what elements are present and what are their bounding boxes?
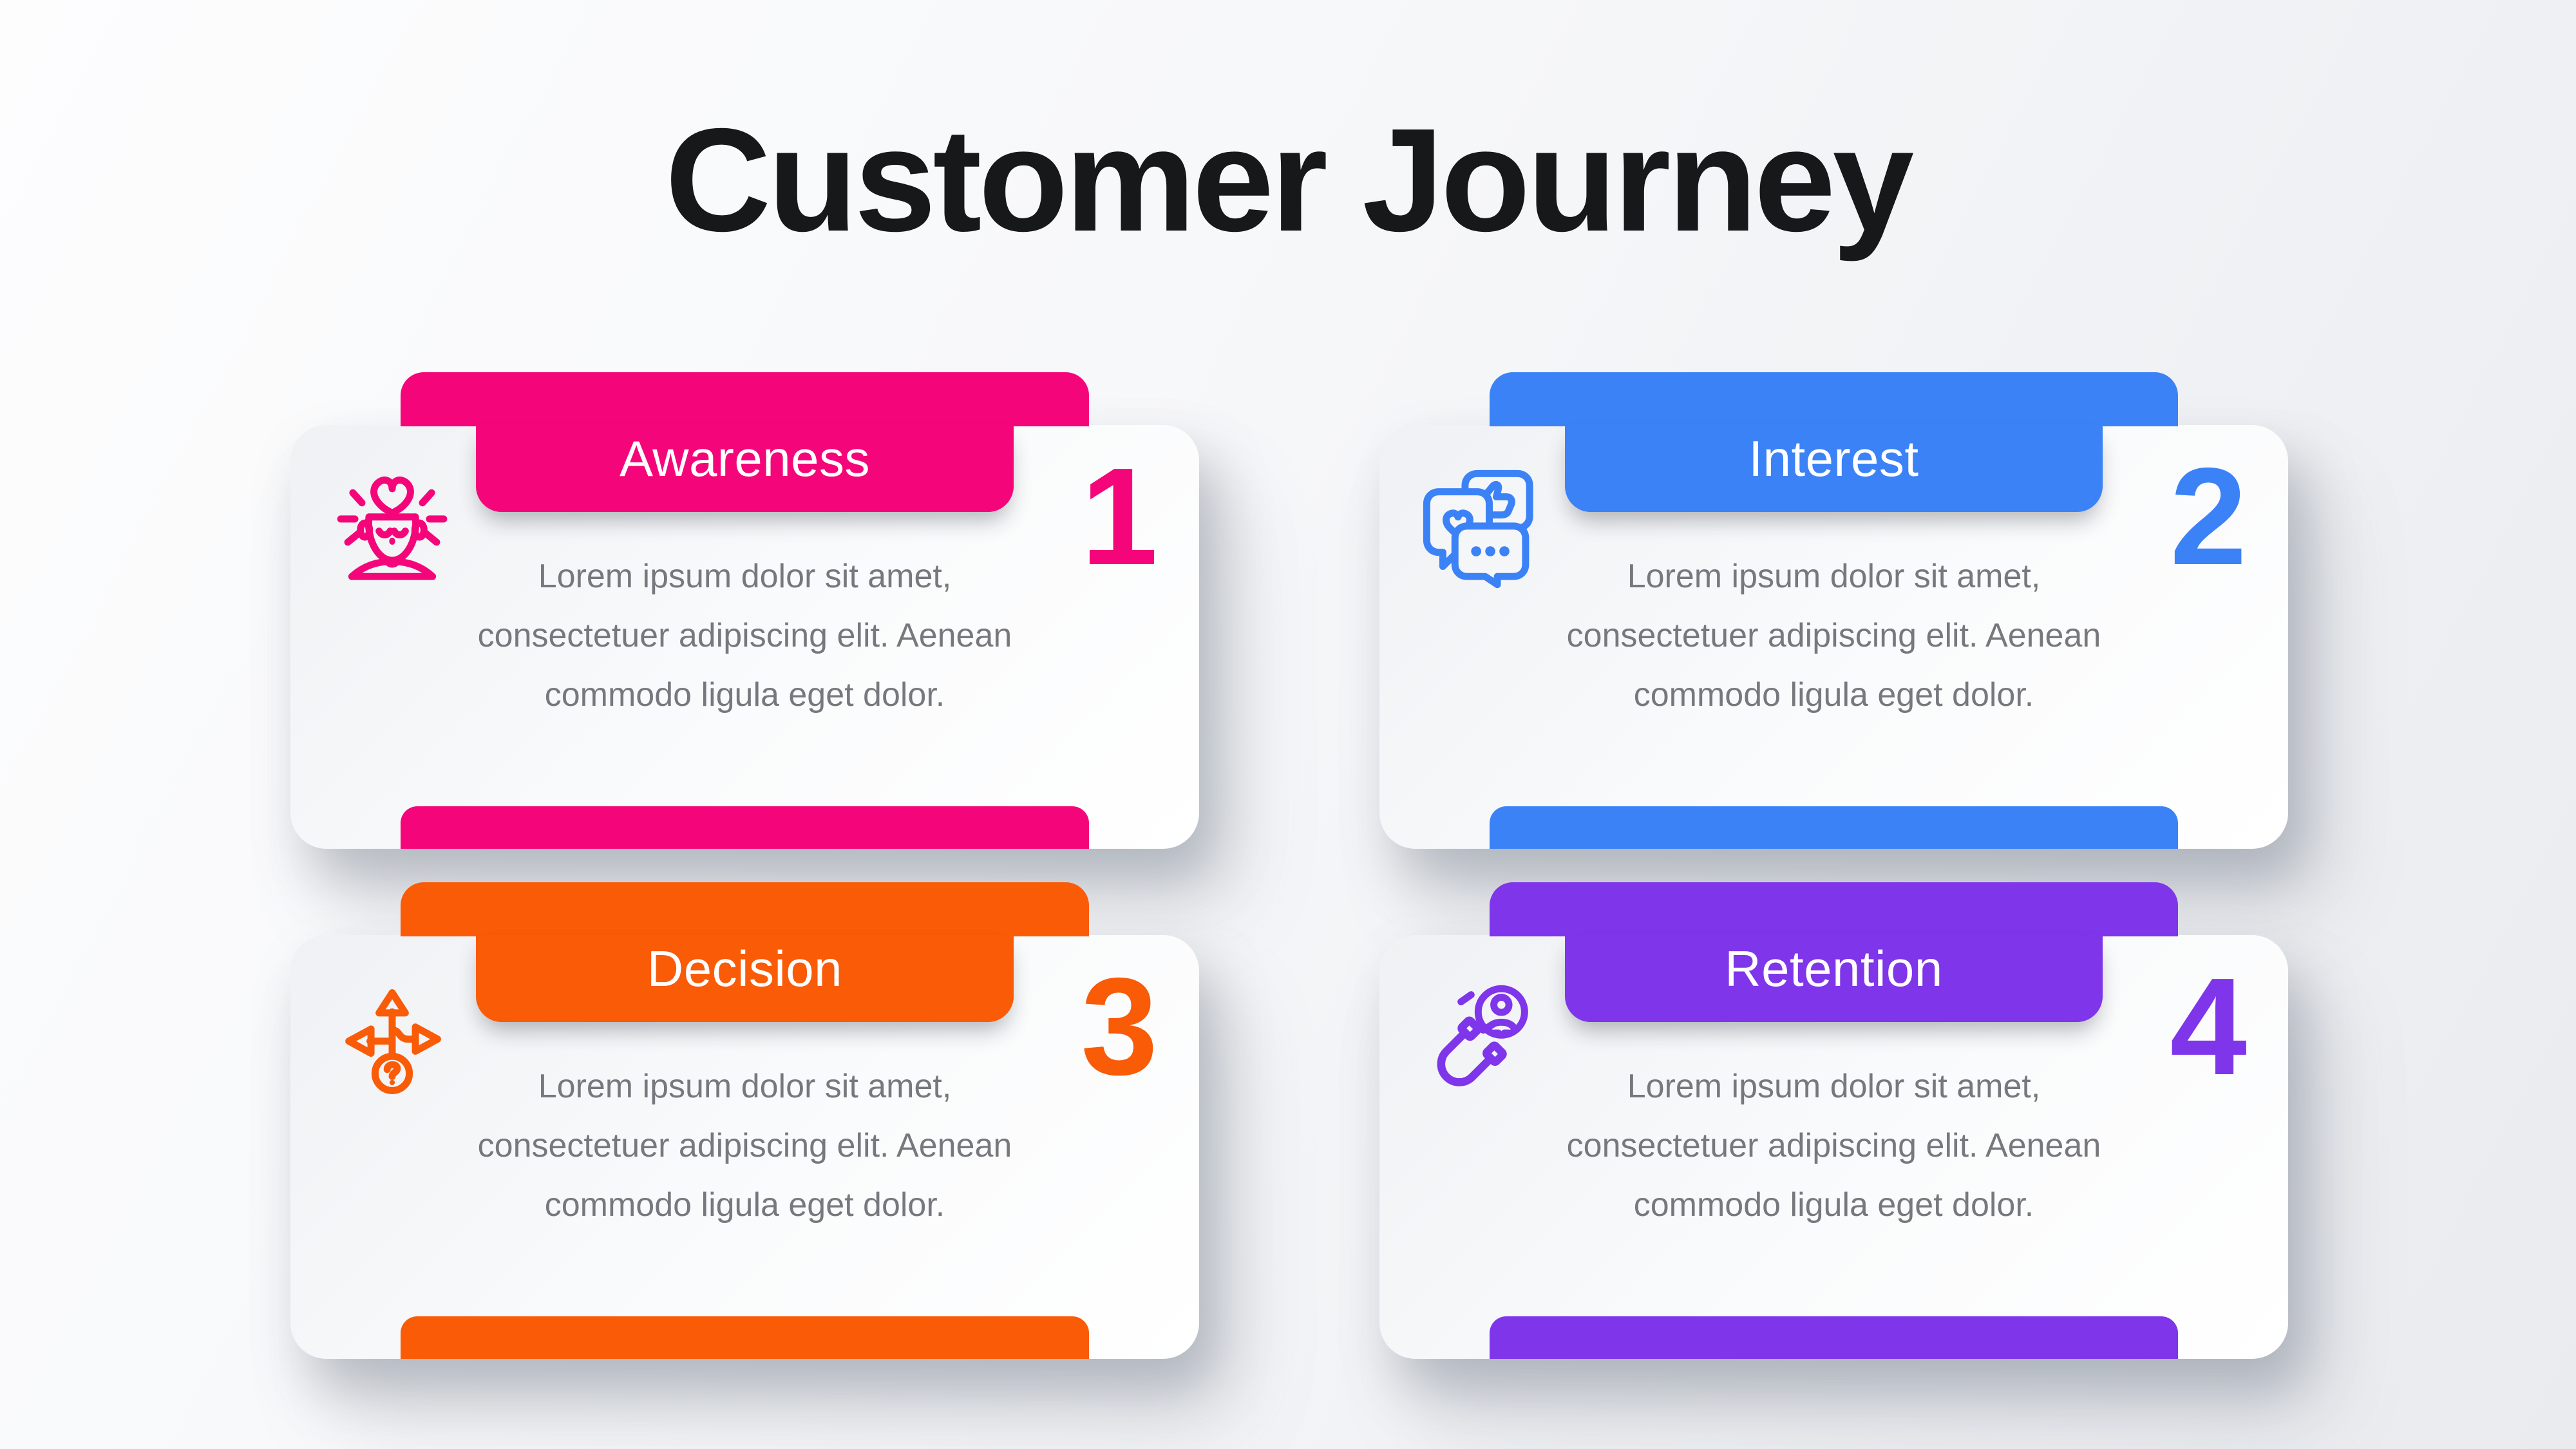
accent-bar bbox=[1490, 806, 2178, 849]
tab-shape-bottom: Interest bbox=[1565, 425, 2103, 512]
interest-chat-icon bbox=[1421, 468, 1542, 589]
tab-shape-top bbox=[1490, 372, 2178, 426]
tab-shape-bottom: Awareness bbox=[476, 425, 1014, 512]
stage-description: Lorem ipsum dolor sit amet, consectetuer… bbox=[1566, 558, 2101, 714]
accent-bar bbox=[401, 806, 1089, 849]
stage-card-decision: Decision 3 Lorem ipsum dolor sit amet, c… bbox=[290, 882, 1199, 1359]
decision-arrows-icon bbox=[332, 978, 453, 1099]
retention-magnet-icon bbox=[1421, 978, 1542, 1099]
stage-title: Awareness bbox=[620, 430, 870, 487]
tab-shape-bottom: Retention bbox=[1565, 935, 2103, 1022]
tab-shape-top bbox=[1490, 882, 2178, 936]
stage-header-tab: Decision bbox=[401, 882, 1089, 1022]
stage-title: Retention bbox=[1725, 940, 1943, 997]
awareness-mind-icon bbox=[332, 468, 453, 589]
stage-card-awareness: Awareness 1 Lorem ipsum dolor sit amet, … bbox=[290, 372, 1199, 849]
stage-description: Lorem ipsum dolor sit amet, consectetuer… bbox=[477, 558, 1012, 714]
stage-card-interest: Interest 2 Lorem ipsum dolor sit amet, c… bbox=[1379, 372, 2288, 849]
tab-shape-top bbox=[401, 372, 1089, 426]
stage-header-tab: Retention bbox=[1490, 882, 2178, 1022]
stage-header-tab: Interest bbox=[1490, 372, 2178, 512]
stage-description: Lorem ipsum dolor sit amet, consectetuer… bbox=[477, 1068, 1012, 1224]
accent-bar bbox=[1490, 1316, 2178, 1359]
stage-number: 1 bbox=[1081, 439, 1158, 594]
stage-number: 2 bbox=[2170, 439, 2247, 594]
accent-bar bbox=[401, 1316, 1089, 1359]
stage-number: 3 bbox=[1081, 949, 1158, 1104]
page-title: Customer Journey bbox=[665, 99, 1914, 262]
stage-title: Decision bbox=[647, 940, 843, 997]
stage-header-tab: Awareness bbox=[401, 372, 1089, 512]
stage-description: Lorem ipsum dolor sit amet, consectetuer… bbox=[1566, 1068, 2101, 1224]
tab-shape-top bbox=[401, 882, 1089, 936]
stage-card-retention: Retention 4 Lorem ipsum dolor sit amet, bbox=[1379, 882, 2288, 1359]
stage-title: Interest bbox=[1748, 430, 1919, 487]
stage-number: 4 bbox=[2170, 949, 2247, 1104]
tab-shape-bottom: Decision bbox=[476, 935, 1014, 1022]
